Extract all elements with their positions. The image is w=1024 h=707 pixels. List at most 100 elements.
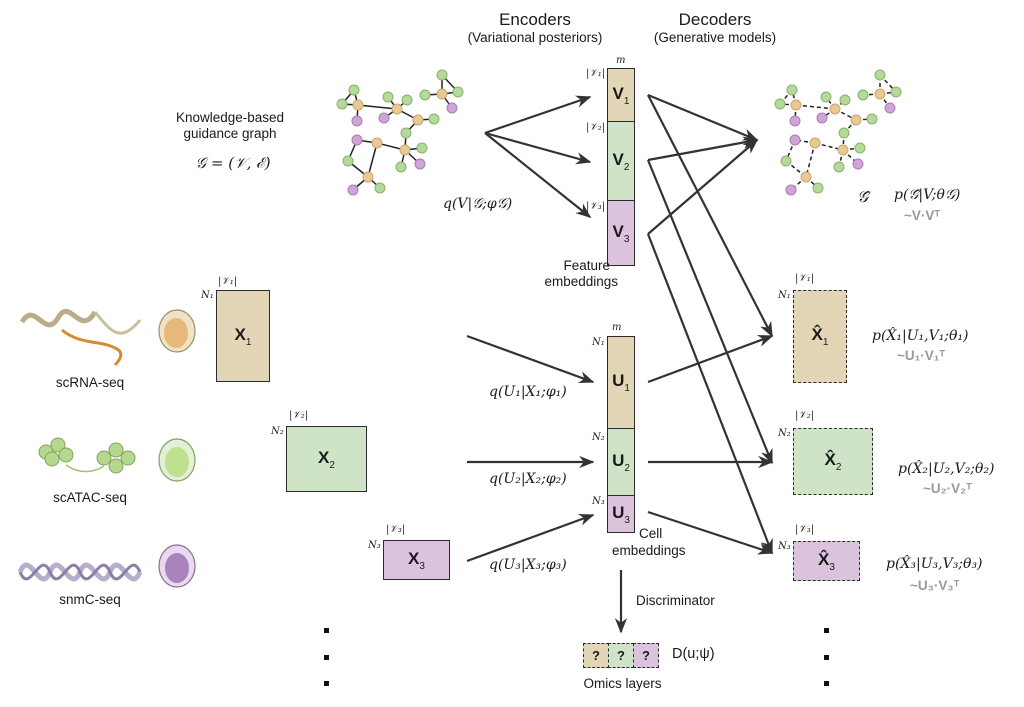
graph-decoder-approx: ~V·Vᵀ: [904, 208, 941, 223]
x1-matrix: X1: [216, 290, 270, 382]
v2-row-dim: |𝒱₂|: [586, 122, 606, 133]
graph-node: [436, 69, 448, 81]
graph-decoder-formula: p(𝒢̂|V;θ𝒢): [894, 187, 961, 203]
arrow-graph-to-v2: [484, 131, 592, 165]
v2-block: V2: [607, 121, 635, 201]
graph-node: [866, 113, 878, 125]
xhat1-row-dim: N₁: [778, 290, 791, 301]
graph-node: [884, 102, 896, 114]
rna-cell-icon: [158, 309, 196, 353]
graph-edge: [357, 104, 398, 110]
graph-node: [857, 89, 869, 101]
graph-node: [419, 89, 431, 101]
graph-node: [790, 99, 802, 111]
cell-embeddings-label-2: embeddings: [612, 543, 686, 558]
guidance-graph-label-2: guidance graph: [183, 126, 277, 141]
continuation-dot: [324, 628, 329, 633]
discriminator-formula: D(u;ψ): [672, 646, 715, 662]
graph-node: [854, 142, 866, 154]
continuation-dot: [824, 655, 829, 660]
graph-node: [436, 88, 448, 100]
arrow-graph-to-v3: [484, 132, 592, 218]
decoder-approx-3: ~U₃·V₃ᵀ: [910, 578, 960, 593]
graph-encoder-formula: q(V|𝒢;φ𝒢): [443, 196, 513, 212]
x2-col-dim: |𝒱₂|: [289, 410, 309, 421]
graph-node: [809, 137, 821, 149]
graph-node: [785, 184, 797, 196]
continuation-dot: [824, 628, 829, 633]
guidance-graph-label-1: Knowledge-based: [175, 110, 285, 125]
feature-embeddings-label-1: Feature: [563, 258, 610, 273]
xhat2-row-dim: N₂: [778, 428, 791, 439]
graph-node: [351, 115, 363, 127]
graph-node: [401, 94, 413, 106]
feature-embeddings-label-2: embeddings: [544, 274, 618, 289]
graph-node: [890, 86, 902, 98]
graph-node: [342, 155, 354, 167]
x2-row-dim: N₂: [271, 426, 284, 437]
xhat2-matrix: X̂2: [793, 428, 873, 495]
x1-col-dim: |𝒱₁|: [218, 276, 238, 287]
arrow-u1-to-xhat1: [647, 334, 774, 384]
graph-edge: [805, 142, 816, 178]
encoder-formula-1: q(U₁|X₁;φ₁): [489, 384, 567, 400]
continuation-dot: [824, 681, 829, 686]
graph-edge: [795, 104, 836, 110]
graph-node: [829, 103, 841, 115]
decoder-formula-3: p(X̂₃|U₃,V₃;θ₃): [886, 556, 983, 572]
graph-node: [382, 91, 394, 103]
graph-node: [837, 144, 849, 156]
graph-node: [789, 115, 801, 127]
encoders-title: Encoders: [499, 10, 571, 29]
arrow-v2-to-graph-hat: [647, 136, 759, 162]
x2-matrix: X2: [286, 426, 367, 492]
decoders-subtitle: (Generative models): [653, 30, 777, 45]
graph-node: [839, 94, 851, 106]
encoder-formula-2: q(U₂|X₂;φ₂): [489, 471, 567, 487]
arrow-v2-to-xhat2: [646, 159, 774, 465]
graph-node: [874, 88, 886, 100]
graph-node: [352, 99, 364, 111]
xhat3-matrix: X̂3: [793, 541, 860, 581]
rna-helix-icon: [19, 308, 142, 367]
omics-layers-label: Omics layers: [583, 676, 662, 691]
guidance-graph: [336, 69, 464, 196]
graph-node: [400, 127, 412, 139]
arrow-graph-to-v1: [484, 95, 592, 135]
graph-node: [428, 113, 440, 125]
guidance-graph-formula: 𝒢 = (𝒱, ℰ): [195, 154, 271, 172]
graph-node: [391, 103, 403, 115]
omics-layer-cell-1: ?: [583, 643, 609, 668]
graph-node: [371, 137, 383, 149]
graph-node: [348, 84, 360, 96]
decoders-title: Decoders: [678, 10, 752, 29]
graph-node: [347, 184, 359, 196]
v1-row-dim: |𝒱₁|: [586, 68, 606, 79]
graph-node: [351, 134, 363, 146]
graph-edge: [367, 142, 378, 178]
u2-row-dim: N₂: [592, 432, 605, 443]
v-column-dim: m: [616, 55, 626, 66]
graph-node: [789, 134, 801, 146]
graph-node: [820, 91, 832, 103]
chromatin-icon: [38, 437, 136, 474]
graph-node: [395, 161, 407, 173]
arrow-v3-to-graph-hat: [647, 138, 759, 235]
graph-node: [446, 102, 458, 114]
continuation-dot: [324, 681, 329, 686]
graph-node: [786, 84, 798, 96]
mc-cell-icon: [158, 544, 196, 588]
decoder-formula-2: p(X̂₂|U₂,V₂;θ₂): [898, 461, 995, 477]
graph-node: [816, 112, 828, 124]
graph-node: [416, 142, 428, 154]
graph-hat-symbol: 𝒢̂: [857, 187, 869, 206]
assay-label-scatac: scATAC-seq: [53, 490, 127, 505]
dna-helix-icon: [17, 562, 143, 582]
graph-node: [399, 144, 411, 156]
arrow-v3-to-xhat3: [646, 233, 774, 555]
xhat2-col-dim: |𝒱₂|: [795, 410, 815, 421]
xhat3-col-dim: |𝒱₃|: [795, 524, 815, 535]
assay-label-scrna: scRNA-seq: [55, 375, 125, 390]
assay-label-snmc: snmC-seq: [59, 592, 121, 607]
